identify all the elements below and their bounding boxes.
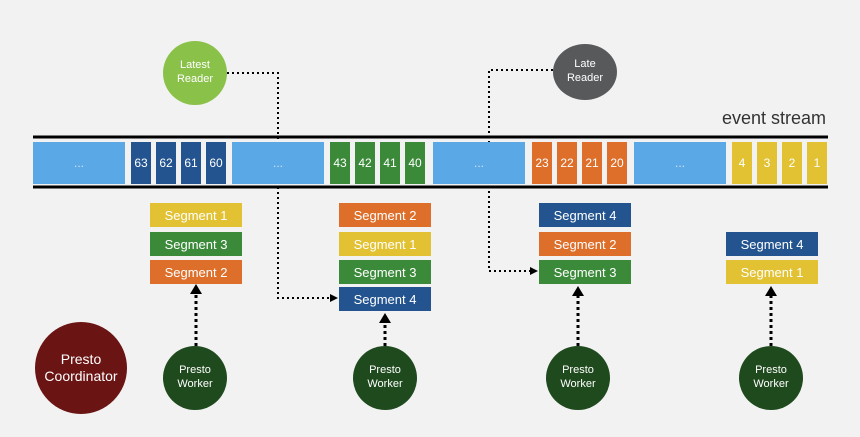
stream-cell: 61	[181, 142, 201, 184]
worker-label-line2: Worker	[560, 378, 596, 390]
stream-cell: 42	[355, 142, 375, 184]
worker-arrowhead-1	[190, 284, 202, 294]
stream-gap: ...	[33, 142, 125, 184]
stream-cell: 2	[782, 142, 802, 184]
worker-arrowhead-2	[379, 313, 391, 323]
worker-arrowhead-3	[572, 286, 584, 296]
stream-cell: 63	[131, 142, 151, 184]
stream-cell: 3	[757, 142, 777, 184]
stream-cell: 22	[557, 142, 577, 184]
worker-label-line2: Worker	[177, 378, 213, 390]
worker-label-line2: Worker	[753, 378, 789, 390]
stream-cell: 1	[807, 142, 827, 184]
stream-gap: ...	[433, 142, 525, 184]
segment-box: Segment 2	[339, 203, 431, 227]
stream-cell: 23	[532, 142, 552, 184]
stream-cell: 43	[330, 142, 350, 184]
segment-box: Segment 3	[539, 260, 631, 284]
late-reader-path	[488, 69, 553, 272]
latest-reader-arrowhead	[330, 294, 338, 302]
coordinator-label-line2: Coordinator	[44, 368, 118, 384]
latest-reader-label-line1: Latest	[180, 59, 210, 72]
segment-box: Segment 4	[339, 287, 431, 311]
worker-label-line1: Presto	[369, 364, 401, 377]
stream-gap: ...	[232, 142, 324, 184]
coordinator-label-line1: Presto	[60, 350, 102, 367]
segment-box: Segment 1	[339, 232, 431, 256]
latest-reader-path	[227, 72, 331, 299]
stream-cell: 40	[405, 142, 425, 184]
stream-cell: 62	[156, 142, 176, 184]
late-reader-arrowhead	[530, 267, 538, 275]
worker-label-line1: Presto	[755, 364, 787, 377]
stream-cell: 41	[380, 142, 400, 184]
segment-box: Segment 2	[150, 260, 242, 284]
stream-cell: 20	[607, 142, 627, 184]
stream-cell: 4	[732, 142, 752, 184]
stream-gap: ...	[634, 142, 726, 184]
late-reader-label-line2: Reader	[566, 72, 604, 84]
worker-arrowhead-4	[765, 286, 777, 296]
segment-box: Segment 3	[339, 260, 431, 284]
segment-box: Segment 2	[539, 232, 631, 256]
event-stream-label: event stream	[722, 108, 827, 128]
stream-cell: 60	[206, 142, 226, 184]
late-reader-label-line1: Late	[574, 58, 596, 71]
worker-label-line1: Presto	[562, 364, 594, 377]
segment-box: Segment 4	[726, 232, 818, 256]
worker-label-line2: Worker	[367, 378, 403, 390]
segment-box: Segment 4	[539, 203, 631, 227]
segment-box: Segment 3	[150, 232, 242, 256]
latest-reader-label-line2: Reader	[176, 73, 214, 85]
worker-label-line1: Presto	[179, 364, 211, 377]
segment-box: Segment 1	[150, 203, 242, 227]
stream-cell: 21	[582, 142, 602, 184]
segment-box: Segment 1	[726, 260, 818, 284]
